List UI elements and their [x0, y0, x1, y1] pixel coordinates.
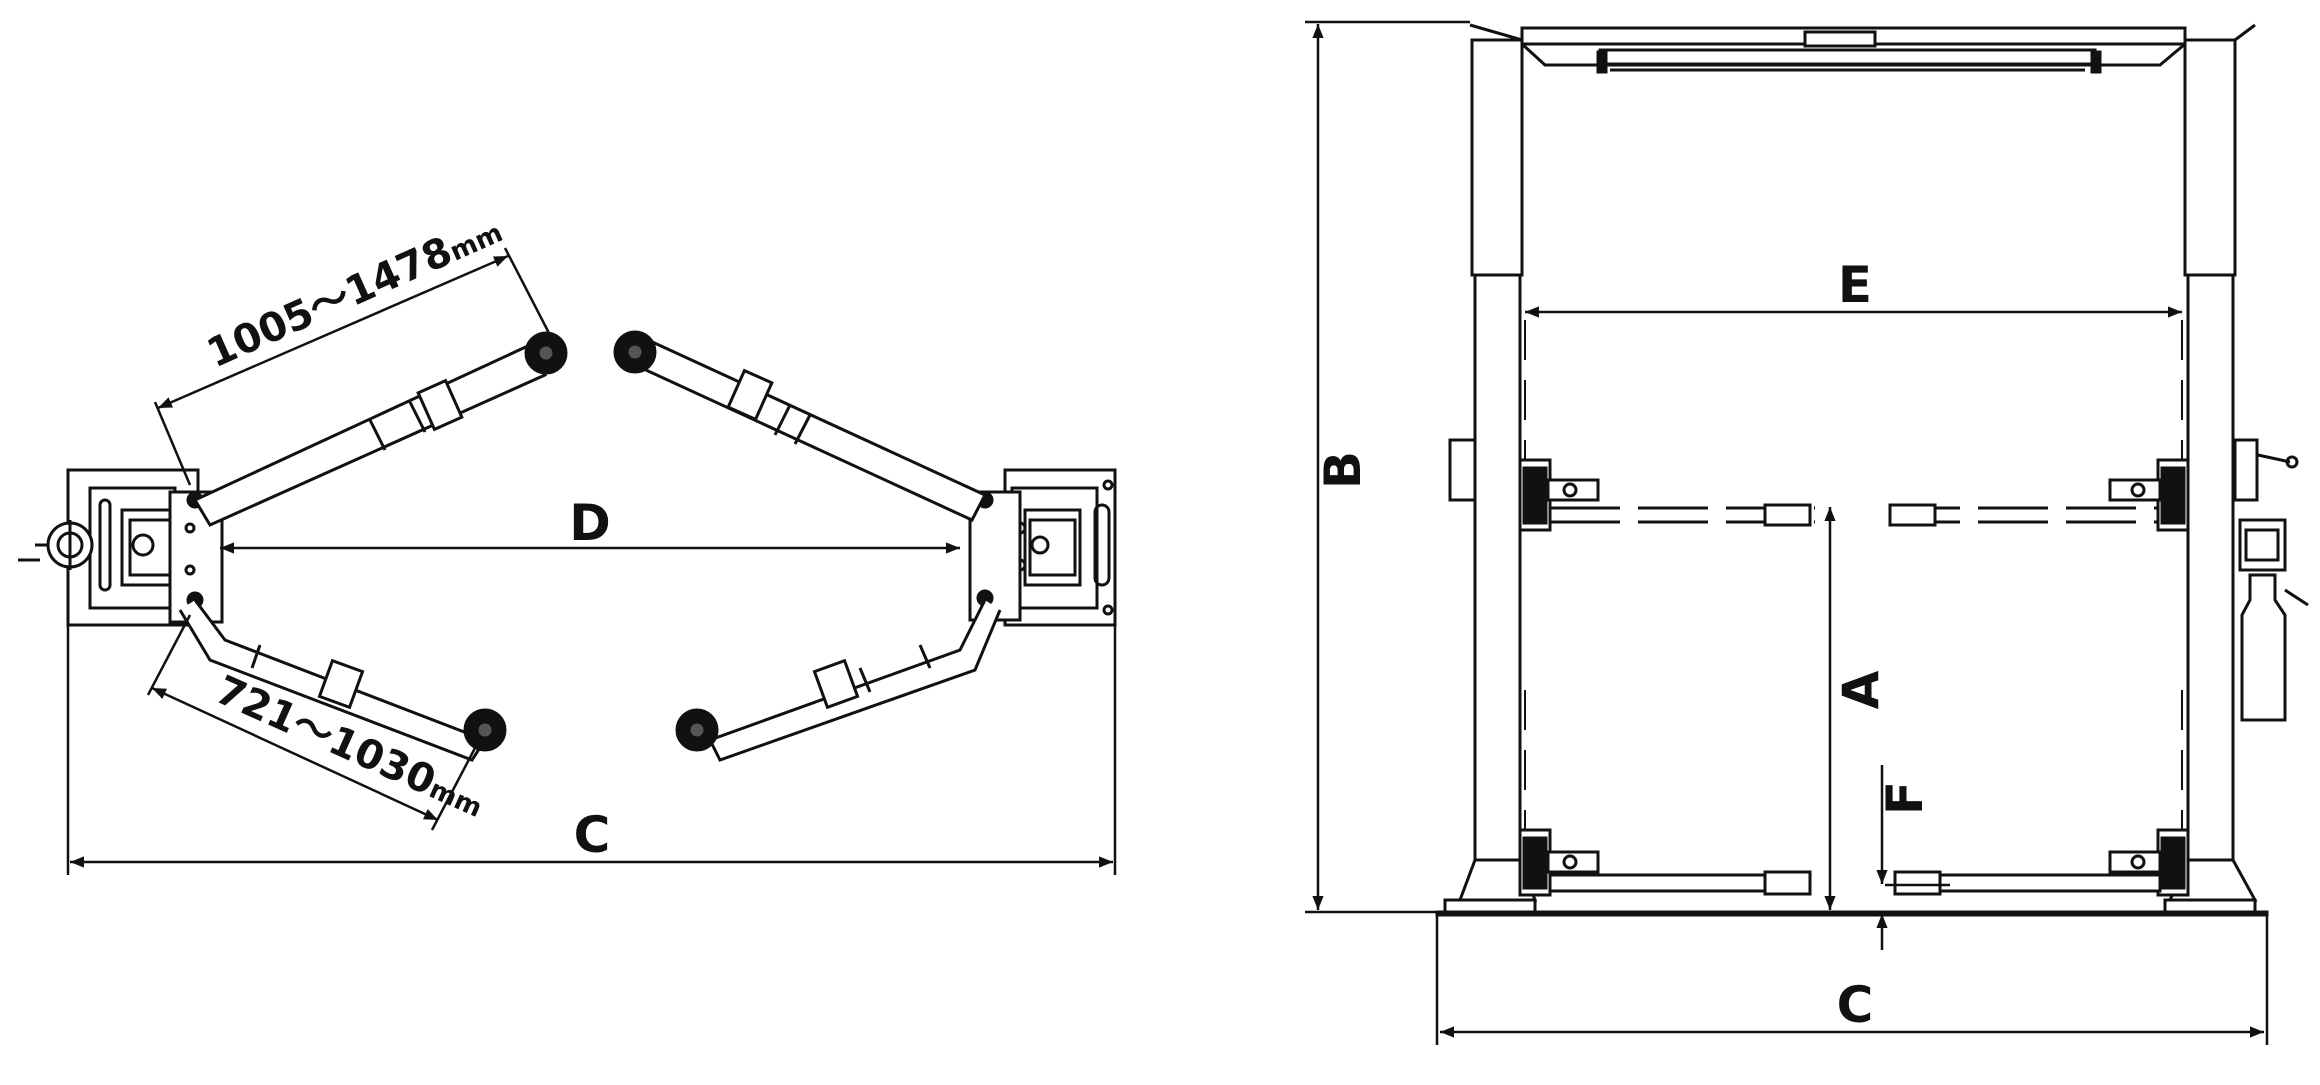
- dimension-b: [1305, 20, 1470, 914]
- dimension-f: [1876, 765, 1950, 950]
- upper-right-arm: [613, 330, 988, 522]
- label-c-front: C: [1837, 976, 1874, 1034]
- dimension-upper-arm: [153, 247, 552, 486]
- label-f: F: [1876, 781, 1934, 815]
- overhead-beam: [1520, 26, 2187, 74]
- top-view: [18, 247, 1117, 875]
- lowered-arms: [1548, 870, 2162, 896]
- raised-arm-pads: [1763, 503, 1937, 527]
- right-lower-carriage: [2108, 828, 2190, 897]
- right-column: [2163, 23, 2259, 914]
- column-guides: [1524, 320, 2183, 830]
- label-e: E: [1838, 256, 1872, 314]
- right-upper-carriage: [2108, 458, 2190, 532]
- dimension-c-front: [1435, 912, 2269, 1045]
- dimension-c-top: [66, 625, 1117, 875]
- left-column: [1443, 23, 1538, 914]
- left-lower-carriage: [1518, 828, 1600, 897]
- label-a: A: [1832, 670, 1890, 709]
- left-power-unit: [18, 520, 94, 570]
- left-upper-carriage: [1518, 458, 1600, 532]
- raised-arms: [1550, 506, 2158, 524]
- upper-arm-range-label: 1005～1478mm: [200, 206, 508, 377]
- lower-right-arm: [675, 599, 1002, 762]
- label-b: B: [1314, 451, 1372, 489]
- label-d: D: [569, 494, 611, 552]
- label-c-top: C: [574, 806, 611, 864]
- right-power-unit: [2238, 453, 2309, 722]
- right-column-base: [968, 468, 1117, 627]
- front-view: [1305, 20, 2309, 1045]
- floor-slab: [1435, 910, 2269, 917]
- dimension-lower-arm: [146, 614, 477, 831]
